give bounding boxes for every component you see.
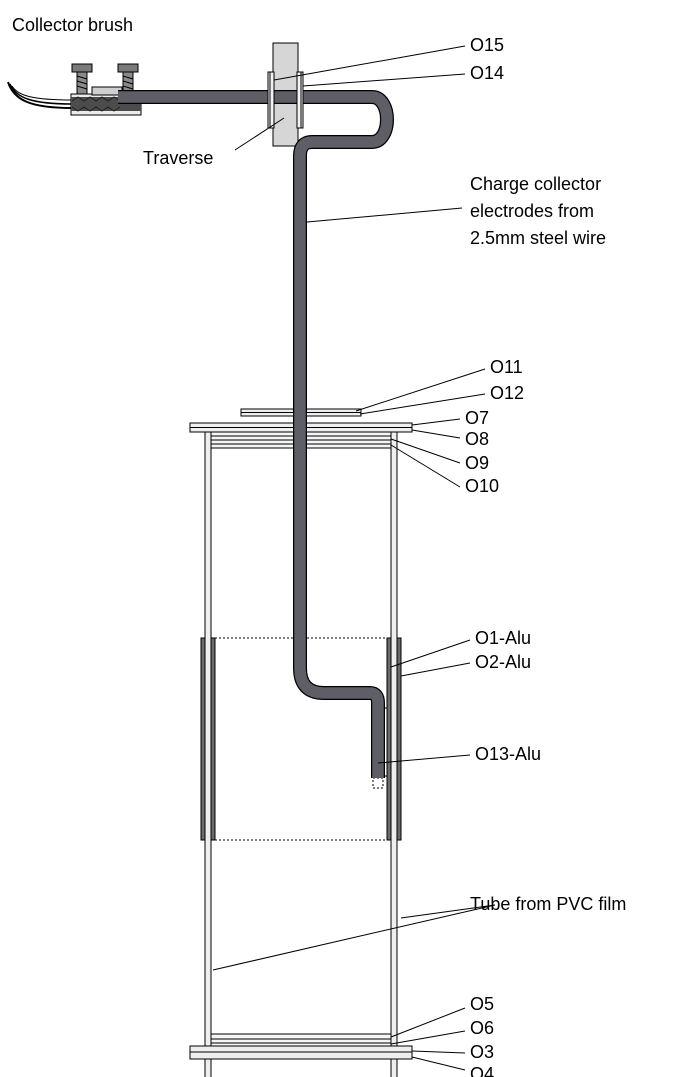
label-o8: O8 [465,429,489,449]
label-charge-line2: electrodes from [470,201,594,221]
label-o6: O6 [470,1018,494,1038]
traverse-washers [267,71,304,129]
labels: Collector brush Traverse O15 O14 Charge … [12,15,626,1077]
label-o13-alu: O13-Alu [475,744,541,764]
collector-brush-assembly [7,63,142,116]
steel-wire [118,90,394,778]
bottom-plates [189,1033,413,1060]
screw-left [71,63,93,95]
label-o1-alu: O1-Alu [475,628,531,648]
label-o7: O7 [465,408,489,428]
label-o5: O5 [470,994,494,1014]
label-o9: O9 [465,453,489,473]
label-o11: O11 [490,357,523,377]
label-o2-alu: O2-Alu [475,652,531,672]
label-charge-line3: 2.5mm steel wire [470,228,606,248]
label-o12: O12 [490,383,524,403]
label-o4: O4 [470,1064,494,1077]
label-traverse: Traverse [143,148,213,168]
brush-bristles [7,81,73,109]
label-collector-brush: Collector brush [12,15,133,35]
label-o15: O15 [470,35,504,55]
leader-lines [212,45,496,1071]
label-tube: Tube from PVC film [470,894,626,914]
label-o3: O3 [470,1042,494,1062]
label-o10: O10 [465,476,499,496]
label-charge-line1: Charge collector [470,174,601,194]
label-o14: O14 [470,63,504,83]
